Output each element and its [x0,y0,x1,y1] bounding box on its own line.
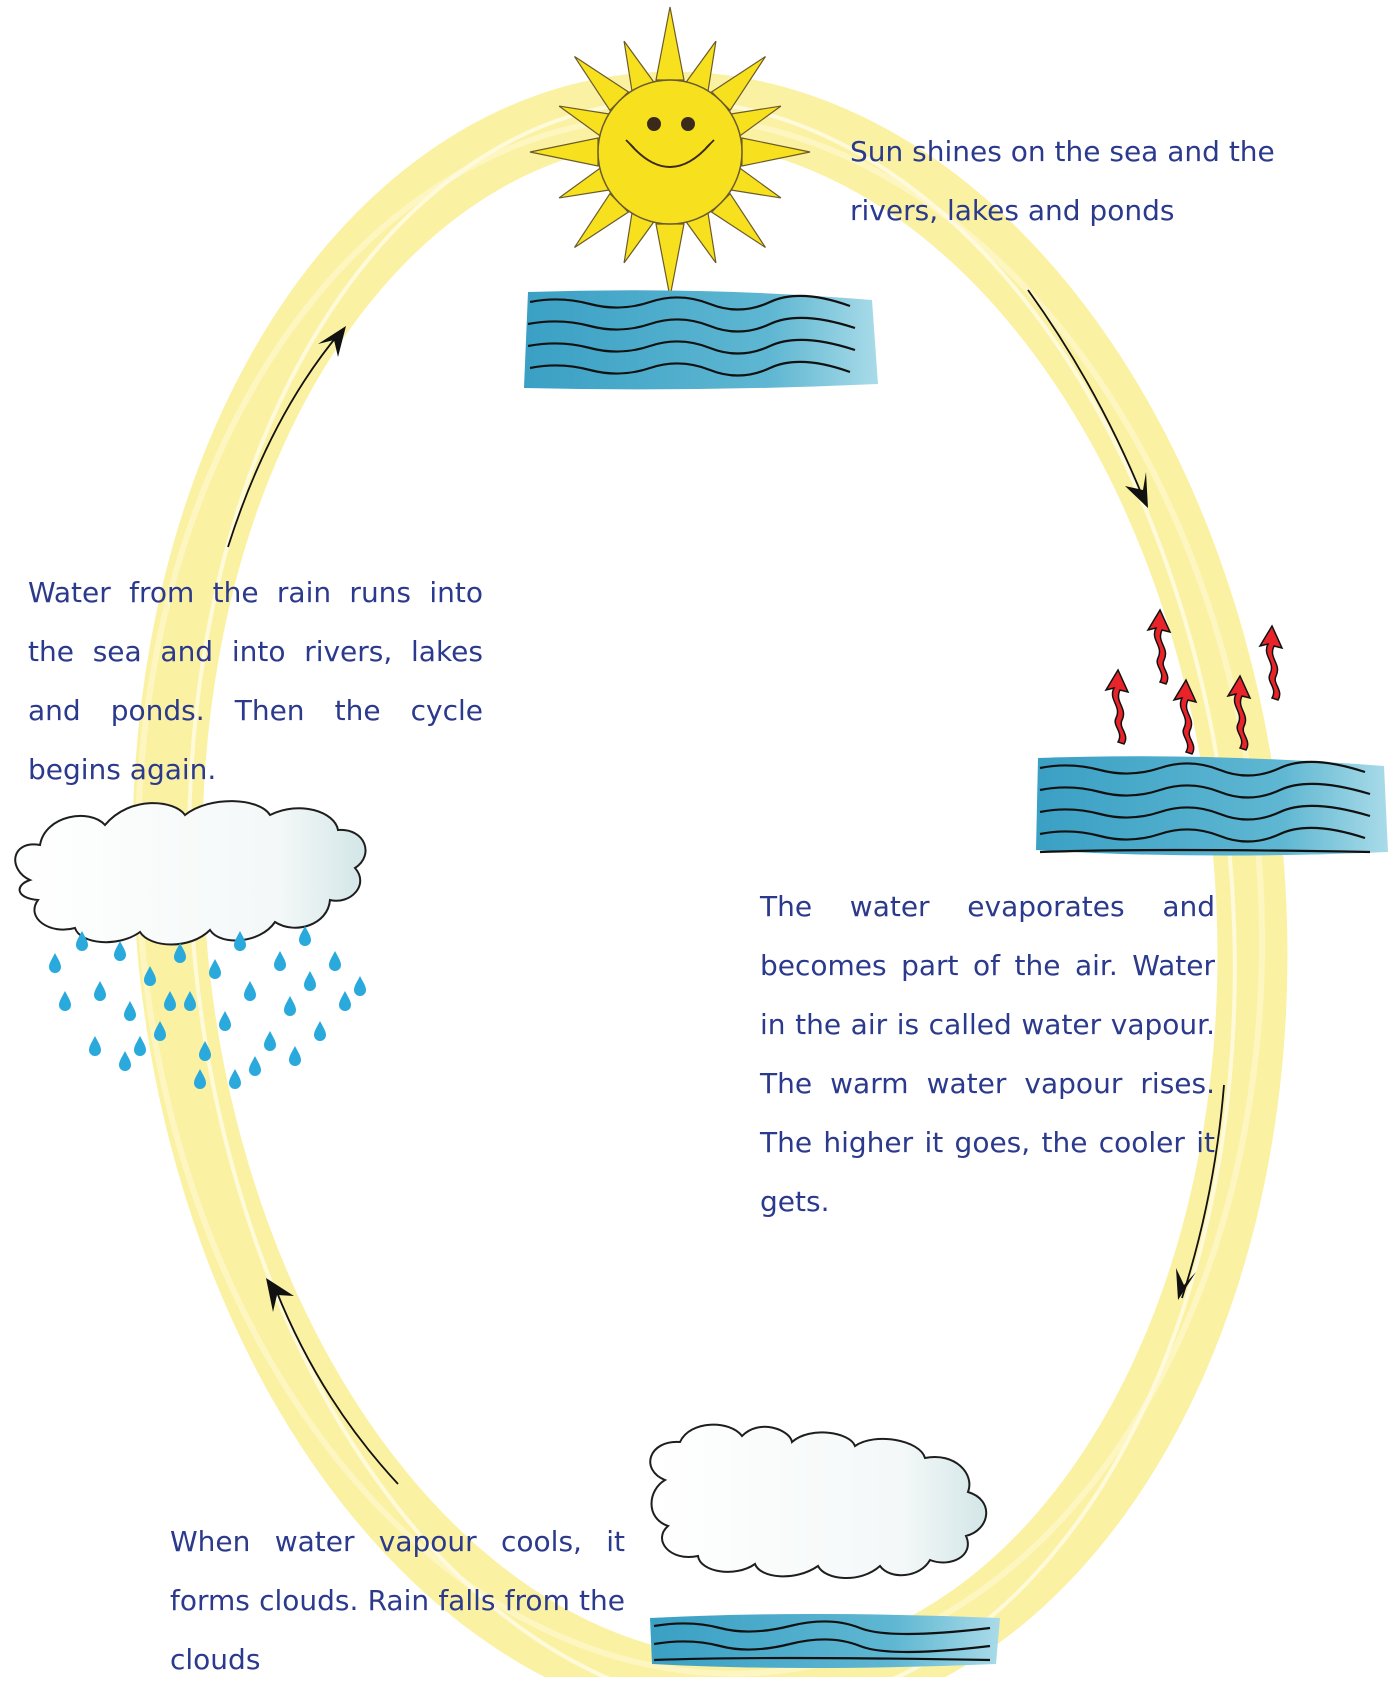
water-icon [524,290,878,390]
cloud-icon [649,1423,988,1580]
arrowheads [266,326,1196,1312]
water-icon [1036,756,1388,856]
caption-evaporation: The water evaporates and becomes part of… [760,890,1215,1218]
caption-runoff: Water from the rain runs into the sea an… [28,576,483,786]
water-icon [650,1614,1000,1668]
cycle-arrow-icon [227,289,1225,1485]
caption-condensation: When water vapour cools, it forms clouds… [170,1525,625,1676]
sun-icon [529,6,811,298]
rain-cloud-icon [14,800,367,1089]
caption-sun: Sun shines on the sea and the rivers, la… [850,135,1275,227]
